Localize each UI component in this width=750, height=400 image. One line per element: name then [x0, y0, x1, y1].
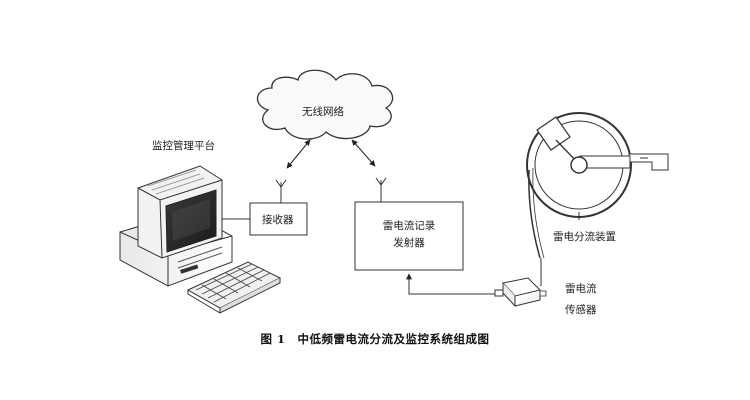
- recorder-label-line2: 发射器: [393, 237, 425, 249]
- receiver-box: [249, 202, 308, 236]
- figure-caption: 图 1 中低频雷电流分流及监控系统组成图: [260, 332, 490, 346]
- keyboard-icon: [186, 261, 282, 314]
- sensor-recorder-link: [406, 273, 495, 295]
- recorder-label: 雷电流记录 发射器: [355, 218, 463, 252]
- current-sensor-icon: [494, 277, 547, 308]
- link-arrow-right: [351, 139, 376, 167]
- network-label: 无线网络: [302, 106, 344, 118]
- lightning-shunt-device-icon: [526, 112, 669, 259]
- recorder-label-line1: 雷电流记录: [382, 220, 436, 232]
- sensor-label-line2: 传感器: [565, 304, 597, 316]
- cloud-icon: [256, 69, 394, 140]
- recorder-box: [354, 201, 464, 271]
- receiver-label: 接收器: [262, 214, 294, 226]
- antenna-icon: [275, 179, 287, 203]
- platform-label: 监控管理平台: [152, 140, 215, 152]
- link-arrow-left: [286, 139, 311, 169]
- antenna-icon: [375, 177, 387, 202]
- computer-icon: [119, 165, 233, 287]
- shunt-label: 雷电分流装置: [553, 231, 616, 243]
- sensor-label-line1: 雷电流: [565, 283, 597, 295]
